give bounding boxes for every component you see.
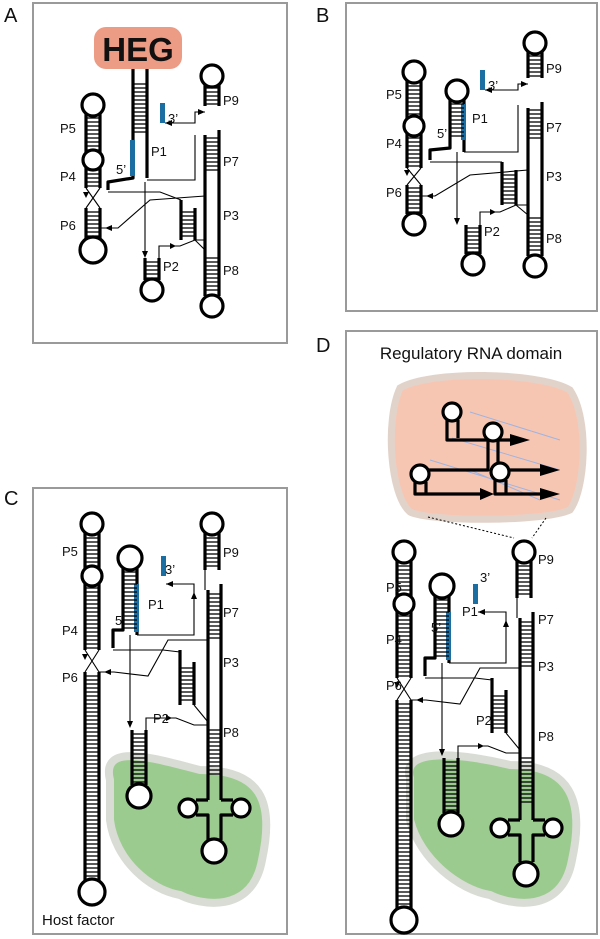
panel-d-5prime: 5’	[431, 620, 441, 635]
panel-c-p6: P6	[62, 670, 78, 685]
panel-d-p6: P6	[386, 678, 402, 693]
panel-b-p9: P9	[546, 61, 562, 76]
panel-d-p8-extension	[489, 808, 564, 888]
panel-c-p4: P4	[62, 623, 78, 638]
panel-c-p1: P1	[148, 597, 164, 612]
heg-box	[94, 27, 182, 69]
panel-c-p2: P2	[153, 711, 169, 726]
panel-a-stem-rungs	[86, 83, 219, 291]
panel-d-p8: P8	[538, 729, 554, 744]
panel-b-p8: P8	[546, 231, 562, 246]
panel-d-p1: P1	[462, 604, 478, 619]
panel-c-p8: P8	[223, 725, 239, 740]
panel-d-label: D	[316, 335, 330, 357]
panel-a-p8: P8	[223, 263, 239, 278]
panel-c-p9: P9	[223, 545, 239, 560]
panel-a-5prime: 5’	[116, 162, 126, 177]
panel-c-3prime: 3’	[165, 562, 175, 577]
panel-a-p2: P2	[163, 259, 179, 274]
regulatory-domain-title: Regulatory RNA domain	[380, 344, 562, 363]
panel-d-3prime: 3’	[480, 570, 490, 585]
panel-a-p7: P7	[223, 154, 239, 169]
heg-label: HEG	[102, 31, 174, 68]
panel-a-p3: P3	[223, 208, 239, 223]
zoom-connector-lines	[427, 516, 547, 539]
panel-a-p6: P6	[60, 218, 76, 233]
panel-b-p7: P7	[546, 120, 562, 135]
panel-b-p2: P2	[484, 224, 500, 239]
panel-d-p3: P3	[538, 659, 554, 674]
panel-d-p2: P2	[476, 713, 492, 728]
panel-b-p4: P4	[386, 136, 402, 151]
panel-d-p9: P9	[538, 552, 554, 567]
panel-c-p8-extension	[177, 780, 252, 865]
panel-b-5prime: 5’	[437, 126, 447, 141]
panel-b-p1: P1	[472, 111, 488, 126]
regulatory-hairpins	[409, 401, 561, 501]
panel-b-structure	[401, 30, 548, 279]
panel-b-p5: P5	[386, 87, 402, 102]
panel-b-3prime: 3’	[488, 78, 498, 93]
panel-d-p4: P4	[386, 632, 402, 647]
panel-c-5prime: 5’	[115, 613, 125, 628]
panel-b-label: B	[316, 5, 329, 27]
panel-c-p5: P5	[62, 544, 78, 559]
host-factor-label: Host factor	[42, 912, 115, 929]
panel-a-3prime: 3’	[168, 111, 178, 126]
panel-c-p7: P7	[223, 605, 239, 620]
panel-d-p5: P5	[386, 580, 402, 595]
panel-d-p7: P7	[538, 612, 554, 627]
panel-c-label: C	[4, 488, 18, 510]
panel-b-stem-rungs	[407, 55, 542, 253]
panel-c-stem-rungs	[85, 537, 221, 877]
panel-d-stem-rungs	[397, 565, 533, 905]
panel-a-p1: P1	[151, 144, 167, 159]
panel-a-p4: P4	[60, 169, 76, 184]
panel-a-p9: P9	[223, 93, 239, 108]
panel-a-label: A	[4, 5, 18, 27]
panel-c-p3: P3	[223, 655, 239, 670]
panel-a-p5: P5	[60, 121, 76, 136]
panel-b-p6: P6	[386, 185, 402, 200]
panel-b-p3: P3	[546, 169, 562, 184]
